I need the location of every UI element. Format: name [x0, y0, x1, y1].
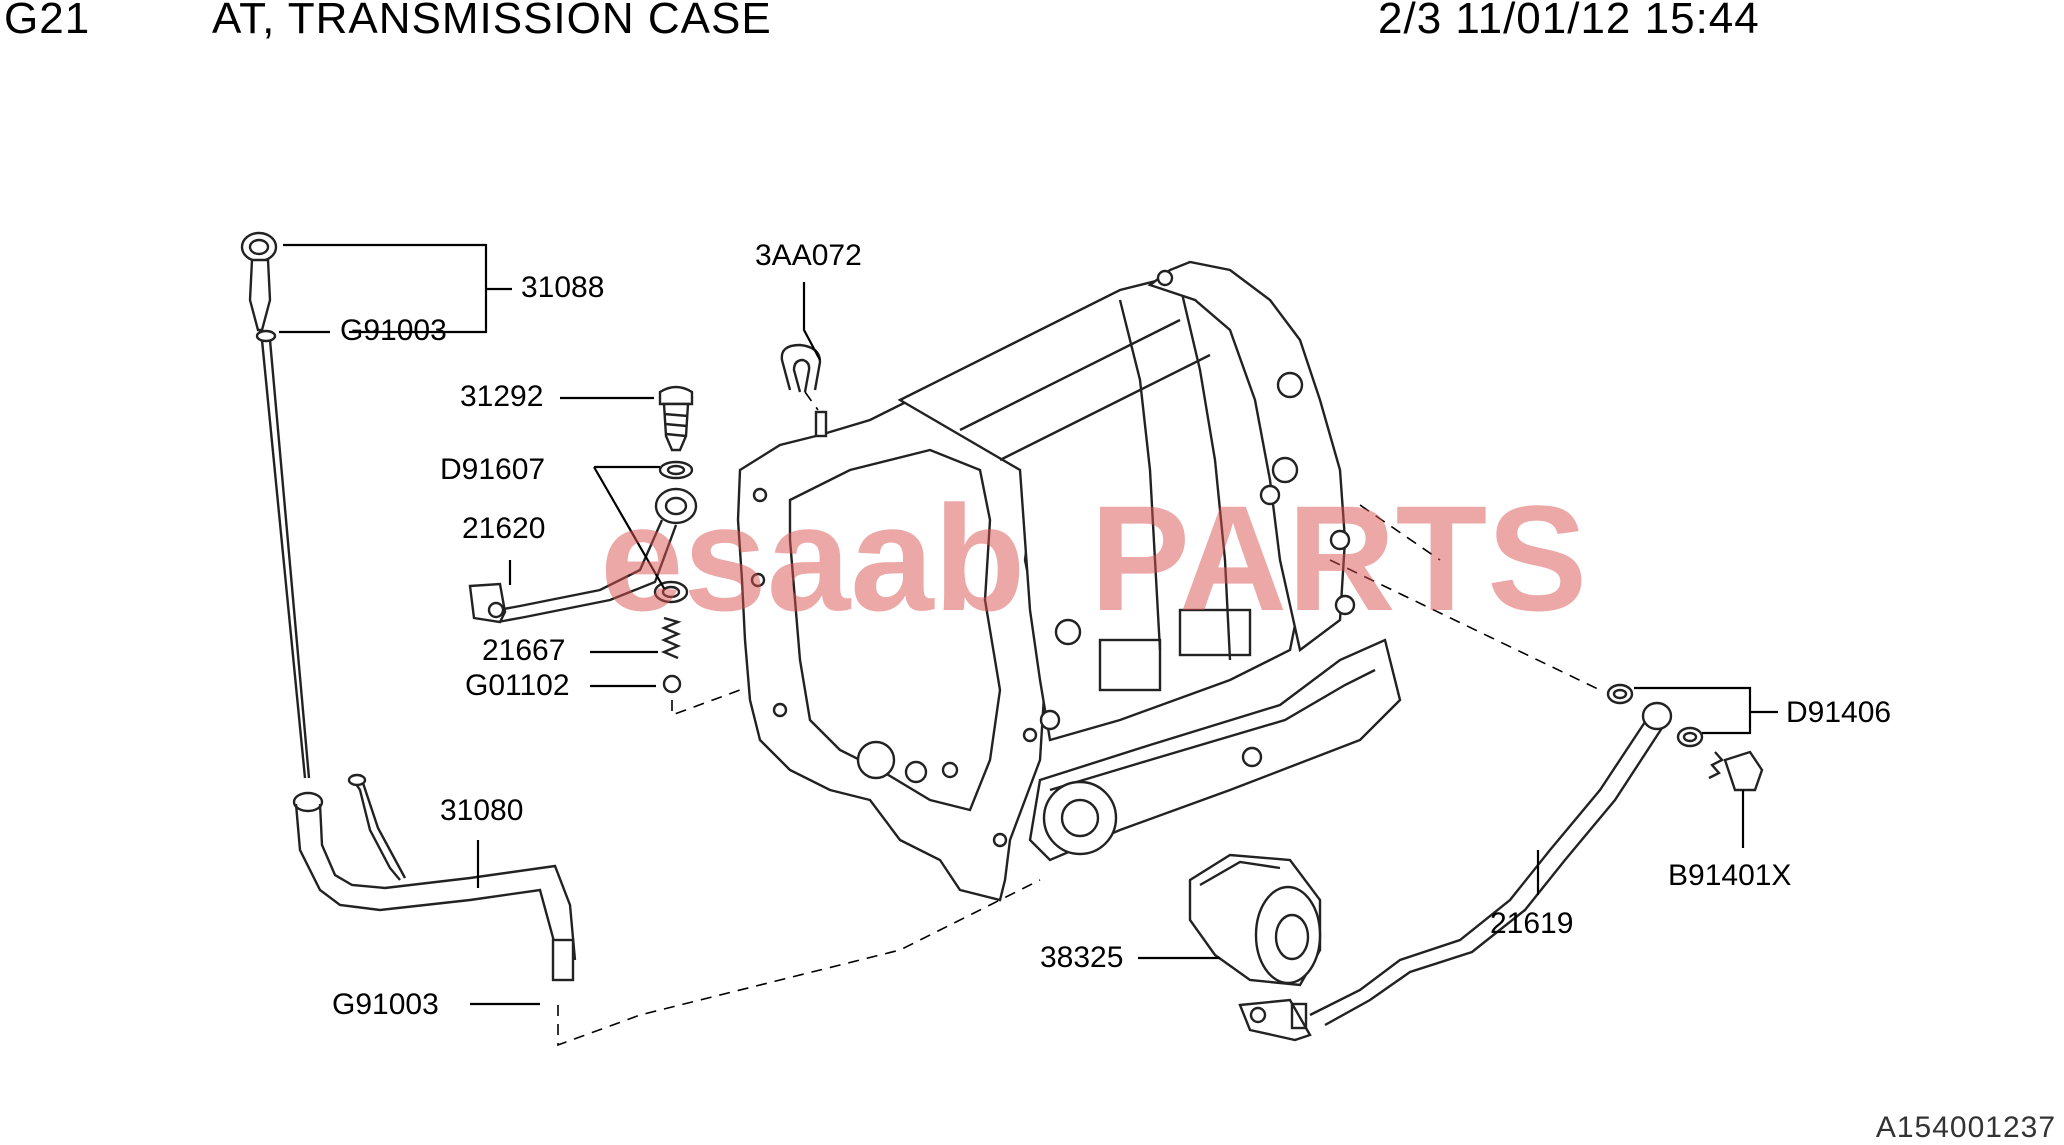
- part-label-21620[interactable]: 21620: [462, 512, 545, 545]
- breather-plug[interactable]: [658, 385, 694, 452]
- part-label-21667[interactable]: 21667: [482, 634, 565, 667]
- dipstick[interactable]: [240, 231, 311, 779]
- part-label-d91607[interactable]: D91607: [440, 453, 545, 486]
- diagram-code: G21: [4, 0, 91, 43]
- diagram-title: AT, TRANSMISSION CASE: [212, 0, 772, 43]
- washer-d91406-b[interactable]: [1676, 726, 1704, 748]
- part-label-31080[interactable]: 31080: [440, 794, 523, 827]
- watermark-text-left: esaab: [600, 474, 1025, 642]
- part-label-21619[interactable]: 21619: [1490, 907, 1573, 940]
- part-label-g91003-bottom[interactable]: G91003: [332, 988, 439, 1021]
- dipstick-tube[interactable]: [292, 773, 577, 982]
- part-label-g01102[interactable]: G01102: [465, 669, 570, 702]
- washer-d91406-a[interactable]: [1606, 683, 1634, 705]
- leader-lines: [279, 243, 1778, 1006]
- watermark: esaab PARTS: [600, 474, 1587, 642]
- part-label-b91401x[interactable]: B91401X: [1668, 859, 1791, 892]
- breather-pipe[interactable]: [468, 487, 698, 624]
- part-label-38325[interactable]: 38325: [1040, 941, 1123, 974]
- cooler-pipe[interactable]: [1238, 701, 1673, 1042]
- watermark-text-right: PARTS: [1090, 474, 1587, 642]
- page-stamp: 2/3 11/01/12 15:44: [1378, 0, 1760, 43]
- oil-filter[interactable]: [1188, 853, 1322, 987]
- alignment-lines: [557, 391, 1601, 1047]
- bolt-b91401x[interactable]: [1708, 750, 1764, 792]
- part-label-d91406[interactable]: D91406: [1786, 696, 1891, 729]
- part-labels: 31088 G91003 31292 D91607 21620 21667 G0…: [332, 239, 1891, 1021]
- ball-g01102[interactable]: [662, 674, 682, 694]
- part-label-31088[interactable]: 31088: [521, 271, 604, 304]
- washer-d91607-top[interactable]: [658, 460, 694, 480]
- diagram-ref-code: A154001237: [1875, 1111, 2056, 1144]
- part-label-31292[interactable]: 31292: [460, 380, 543, 413]
- spring-21667[interactable]: [660, 616, 682, 660]
- transmission-case[interactable]: [736, 260, 1402, 902]
- part-label-3aa072[interactable]: 3AA072: [755, 239, 862, 272]
- part-label-g91003-top[interactable]: G91003: [340, 314, 447, 347]
